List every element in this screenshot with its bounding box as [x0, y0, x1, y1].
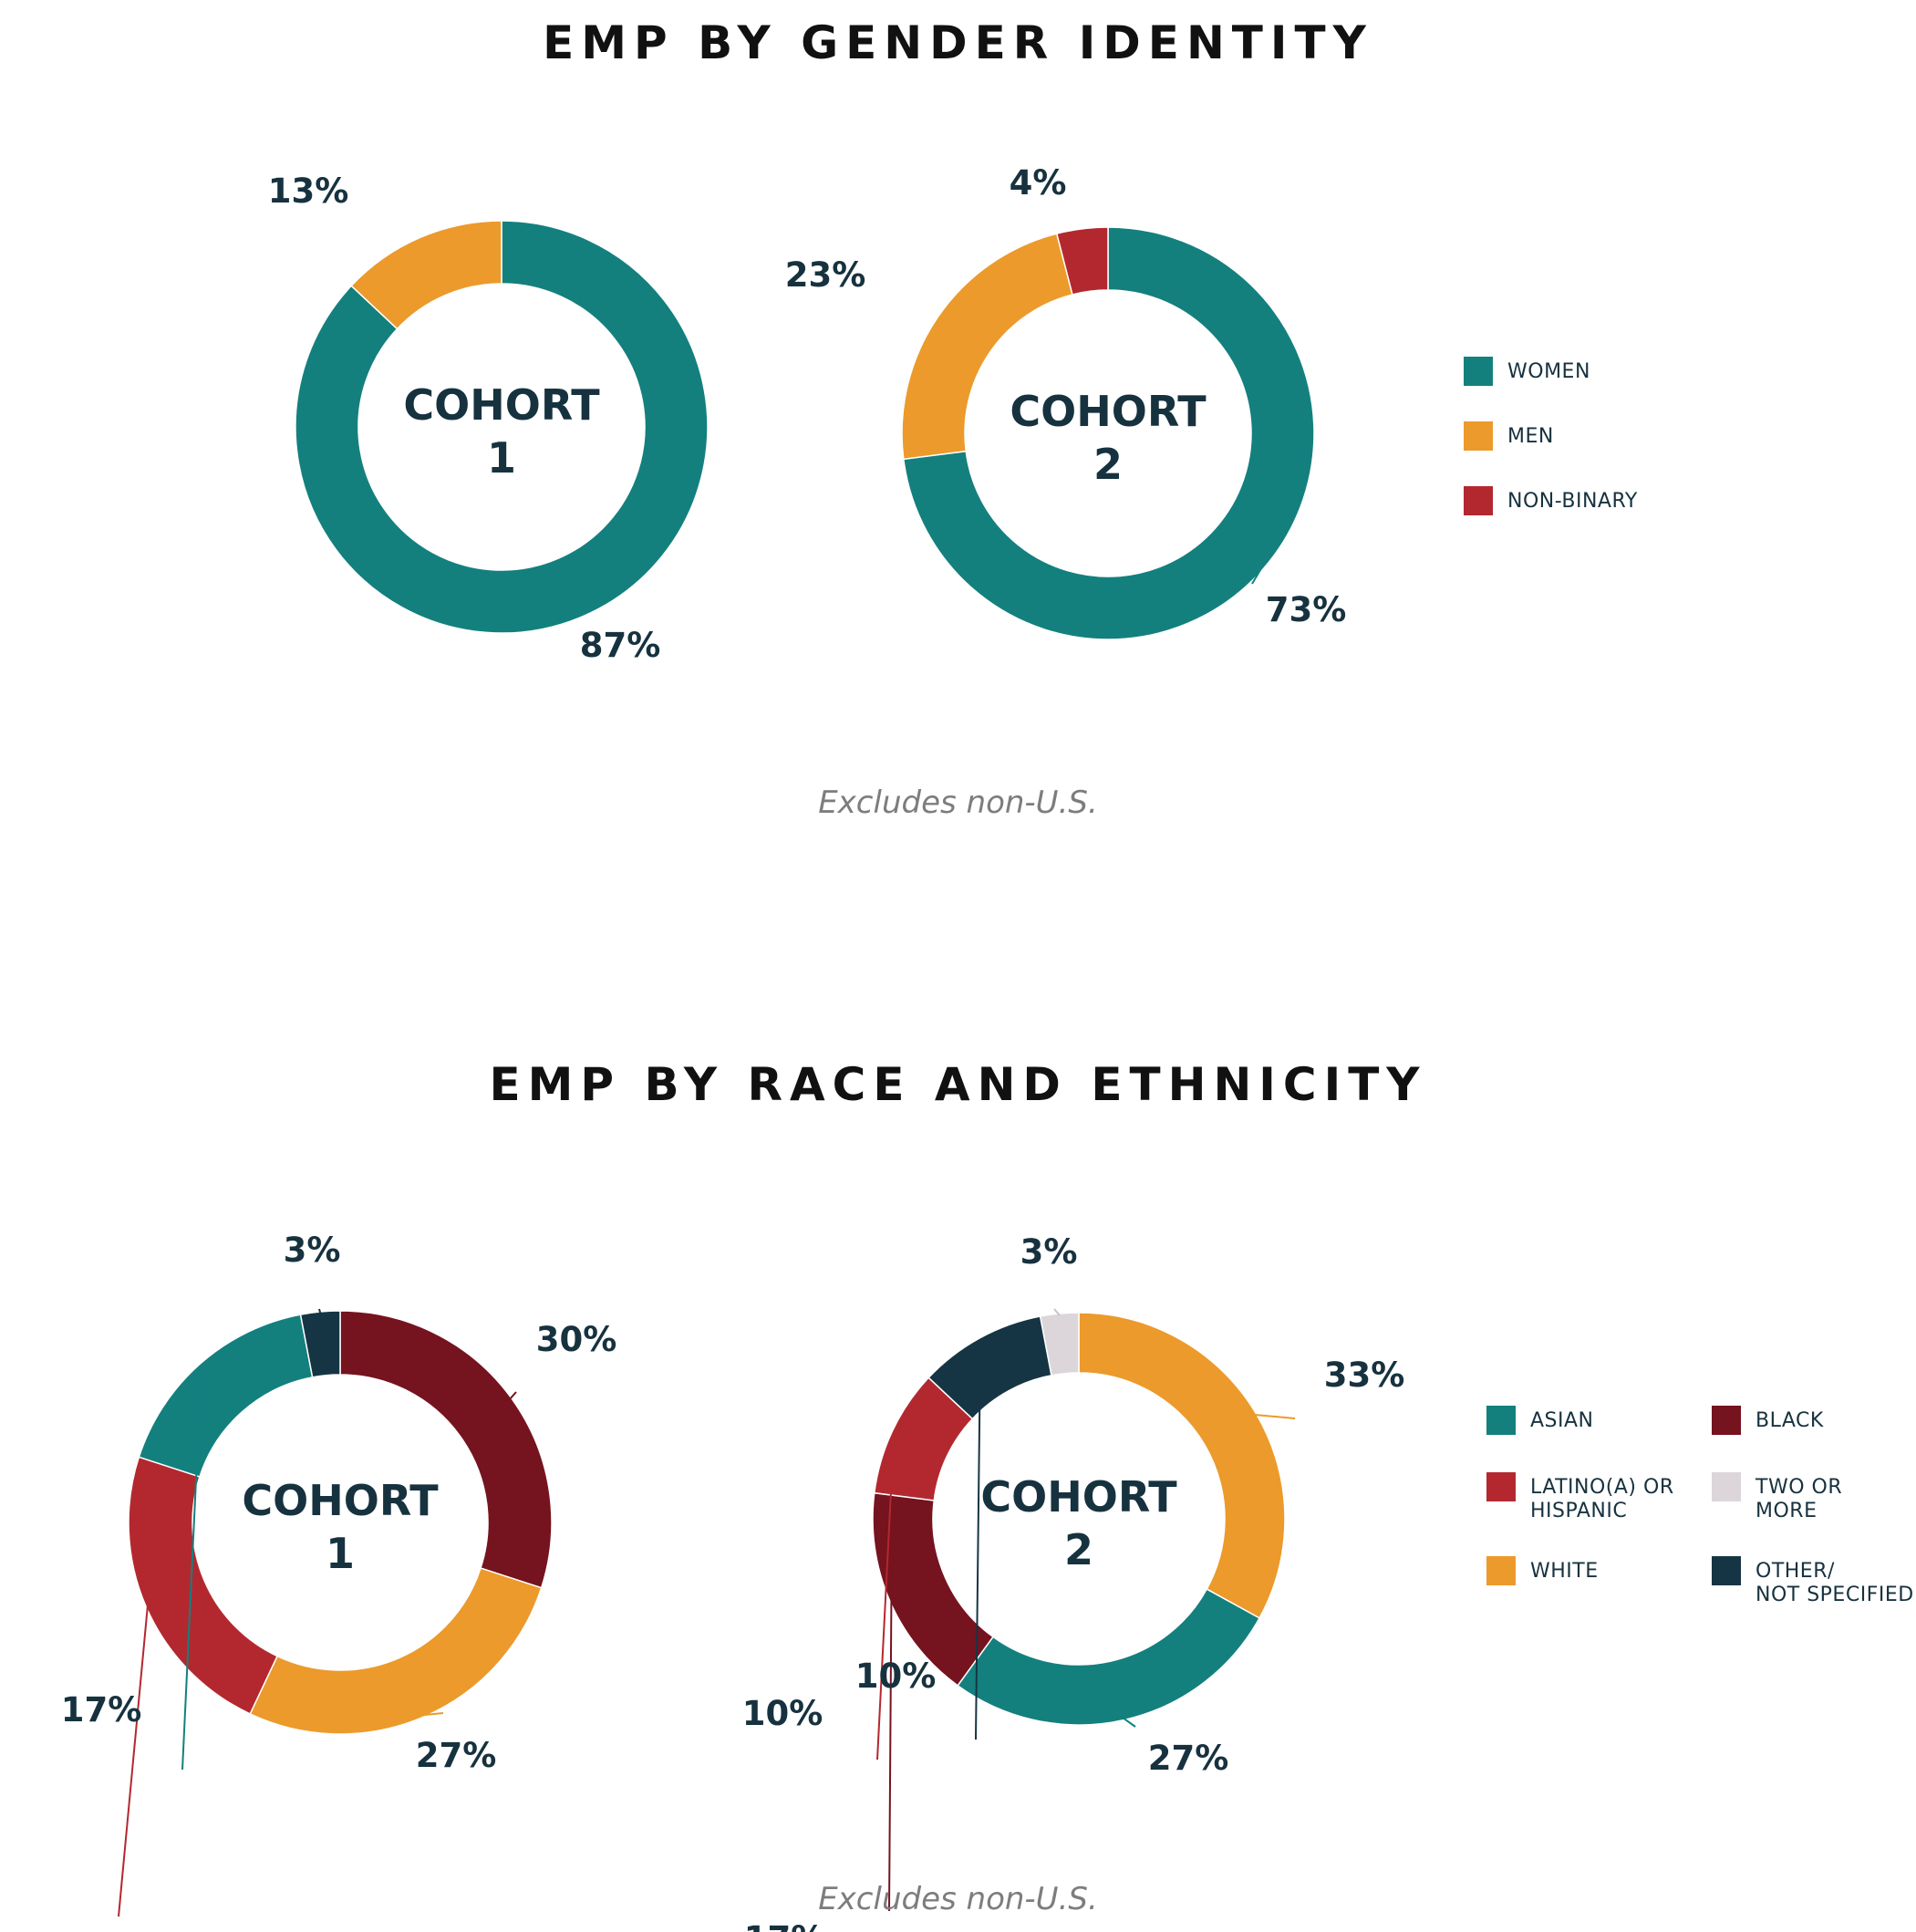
- slice-label-other-not-specified: 10%: [855, 1657, 937, 1696]
- center-label-cohort: COHORT: [403, 380, 600, 430]
- slice-non-binary: [1055, 226, 1109, 296]
- legend-label-latino-a-or-hispanic: HISPANIC: [1530, 1500, 1627, 1522]
- race-charts: 30%27%23%17%3%COHORT133%27%17%10%10%3%CO…: [0, 1231, 1914, 1932]
- center-label-cohort: COHORT: [242, 1476, 439, 1525]
- legend-label-asian: ASIAN: [1530, 1409, 1594, 1432]
- center-label-cohort: COHORT: [980, 1472, 1177, 1522]
- slice-asian: [138, 1314, 314, 1478]
- slice-label-men: 13%: [268, 171, 349, 211]
- slice-label-latino-a-or-hispanic: 23%: [0, 1927, 78, 1932]
- race-footnote: Excludes non-U.S.: [818, 1881, 1098, 1917]
- leader-line-asian: [1123, 1717, 1136, 1728]
- center-label-number: 1: [487, 433, 516, 483]
- leader-line-women: [1251, 567, 1262, 585]
- leader-line-black: [888, 1599, 893, 1912]
- slice-label-asian: 17%: [61, 1690, 142, 1729]
- leader-line-other-not-specified: [318, 1308, 322, 1314]
- legend-swatch-other-not-specified: [1712, 1556, 1741, 1585]
- center-label-cohort: COHORT: [1010, 387, 1207, 436]
- slice-asian: [957, 1588, 1261, 1726]
- slice-men: [901, 233, 1073, 461]
- slice-two-or-more: [1039, 1312, 1080, 1376]
- legend-swatch-non-binary: [1464, 486, 1493, 515]
- slice-label-women: 73%: [1266, 590, 1347, 629]
- slice-women: [902, 226, 1315, 640]
- slice-label-two-or-more: 3%: [1020, 1232, 1078, 1272]
- leader-line-men: [400, 238, 421, 254]
- legend-swatch-two-or-more: [1712, 1472, 1741, 1501]
- slice-label-non-binary: 4%: [1010, 163, 1067, 203]
- slice-white: [1078, 1312, 1286, 1619]
- legend-label-non-binary: NON-BINARY: [1507, 490, 1638, 513]
- leader-line-black: [509, 1391, 517, 1400]
- legend-swatch-men: [1464, 421, 1493, 451]
- leader-line-non-binary: [1080, 230, 1083, 234]
- slice-label-white: 27%: [416, 1736, 497, 1775]
- legend-swatch-asian: [1486, 1406, 1516, 1435]
- slice-label-women: 87%: [580, 626, 661, 665]
- gender-section-title: EMP BY GENDER IDENTITY: [543, 16, 1373, 69]
- leader-line-latino-a-or-hispanic: [118, 1605, 149, 1917]
- leader-line-men: [929, 317, 940, 334]
- leader-line-two-or-more: [1053, 1308, 1061, 1316]
- leader-line-white: [423, 1712, 444, 1717]
- leader-line-latino-a-or-hispanic: [876, 1431, 896, 1761]
- slice-label-white: 33%: [1324, 1356, 1405, 1395]
- legend-swatch-black: [1712, 1406, 1741, 1435]
- legend-swatch-latino-a-or-hispanic: [1486, 1472, 1516, 1501]
- leader-line-asian: [181, 1365, 202, 1771]
- leader-line-women: [582, 608, 592, 616]
- center-label-number: 2: [1064, 1525, 1093, 1574]
- slice-label-other-not-specified: 3%: [284, 1231, 341, 1270]
- legend-label-women: WOMEN: [1507, 360, 1590, 383]
- legend-label-latino-a-or-hispanic: LATINO(A) OR: [1530, 1476, 1674, 1499]
- gender-footnote: Excludes non-U.S.: [818, 784, 1098, 821]
- gender-legend: WOMEN MEN NON-BINARY: [1464, 357, 1638, 515]
- leader-line-other-not-specified: [975, 1339, 982, 1740]
- slice-men: [350, 220, 502, 330]
- legend-label-two-or-more: MORE: [1755, 1500, 1817, 1522]
- slice-women: [295, 220, 709, 634]
- slice-label-asian: 27%: [1148, 1739, 1229, 1778]
- legend-swatch-white: [1486, 1556, 1516, 1585]
- legend-label-other-not-specified: OTHER/: [1755, 1560, 1835, 1583]
- slice-other-not-specified: [299, 1310, 341, 1378]
- legend-label-men: MEN: [1507, 425, 1554, 448]
- slice-label-black: 30%: [536, 1320, 617, 1359]
- slice-white: [249, 1567, 543, 1735]
- slice-black: [339, 1310, 553, 1589]
- slice-label-black: 17%: [744, 1919, 825, 1932]
- legend-swatch-women: [1464, 357, 1493, 386]
- legend-label-white: WHITE: [1530, 1560, 1599, 1583]
- center-label-number: 1: [326, 1529, 355, 1578]
- legend-label-black: BLACK: [1755, 1409, 1824, 1432]
- gender-charts: 87%13%COHORT173%23%4%COHORT2WOMENMENNON-…: [268, 163, 1638, 665]
- legend-label-two-or-more: TWO OR: [1755, 1476, 1842, 1499]
- leader-line-white: [1254, 1413, 1296, 1419]
- slice-label-latino-a-or-hispanic: 10%: [742, 1694, 823, 1733]
- legend-label-other-not-specified: NOT SPECIFIED: [1755, 1584, 1914, 1606]
- race-section-title: EMP BY RACE AND ETHNICITY: [489, 1058, 1427, 1111]
- slice-label-men: 23%: [785, 255, 866, 295]
- center-label-number: 2: [1093, 440, 1123, 489]
